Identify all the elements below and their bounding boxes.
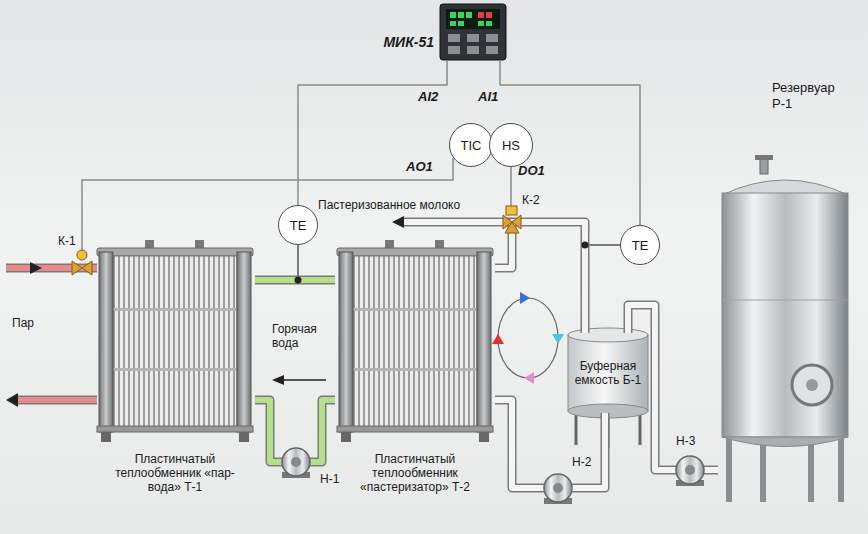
temperature-sensor: TE: [620, 225, 660, 265]
pump-tag: Н-3: [676, 434, 695, 448]
flow-label: Пар: [12, 316, 34, 330]
signal-name: AI2: [418, 90, 438, 104]
connector-stroke: [495, 222, 585, 333]
device-name: МИК-51: [383, 34, 434, 50]
signal-wire: [298, 60, 447, 205]
signal-name: AI1: [478, 90, 498, 104]
connector-stroke: [495, 222, 585, 333]
plate-heat-exchanger: Пластинчатый теплообменник «пар-вода» Т-…: [95, 246, 255, 442]
process-pipe: [495, 222, 585, 333]
temperature-sensor: TE: [278, 205, 318, 245]
connector-stroke: [628, 305, 718, 470]
flow-label: Горячая вода: [272, 322, 334, 350]
pump-tag: Н-1: [320, 472, 339, 486]
connector-stroke: [495, 400, 605, 488]
connector-stroke: [255, 277, 335, 283]
process-pipe: [628, 305, 718, 470]
signal-name: DO1: [518, 164, 545, 178]
controller-unit: МИК-51: [440, 4, 506, 60]
equipment-caption: Буферная емкость Б-1: [568, 359, 648, 387]
connector-stroke: [298, 60, 447, 205]
instrument-code: HS: [502, 138, 520, 153]
plate-heat-exchanger: Пластинчатый теплообменник «пастеризатор…: [335, 246, 495, 442]
process-pipe: [495, 400, 605, 488]
buffer-tank: Буферная емкость Б-1: [568, 333, 648, 413]
instrument-code: TE: [290, 218, 307, 233]
flow-label: Пастеризованное молоко: [318, 198, 460, 212]
valve-tag: К-1: [58, 234, 76, 248]
instrument-code: TIC: [461, 138, 482, 153]
pump-tag: Н-2: [572, 455, 591, 469]
instrument-bubble: TIC: [449, 123, 493, 167]
valve-tag: К-2: [522, 193, 540, 207]
connector-stroke: [495, 400, 605, 488]
equipment-caption: Пластинчатый теплообменник «пар-вода» Т-…: [113, 452, 237, 494]
instrument-code: TE: [632, 238, 649, 253]
equipment-caption: Пластинчатый теплообменник «пастеризатор…: [353, 452, 477, 494]
storage-tank: Резервуар Р-1: [718, 170, 860, 500]
connector-stroke: [628, 305, 718, 470]
signal-name: AO1: [406, 160, 433, 174]
instrument-bubble: HS: [489, 123, 533, 167]
connector-stroke: [255, 276, 335, 285]
equipment-caption: Резервуар Р-1: [772, 80, 858, 112]
